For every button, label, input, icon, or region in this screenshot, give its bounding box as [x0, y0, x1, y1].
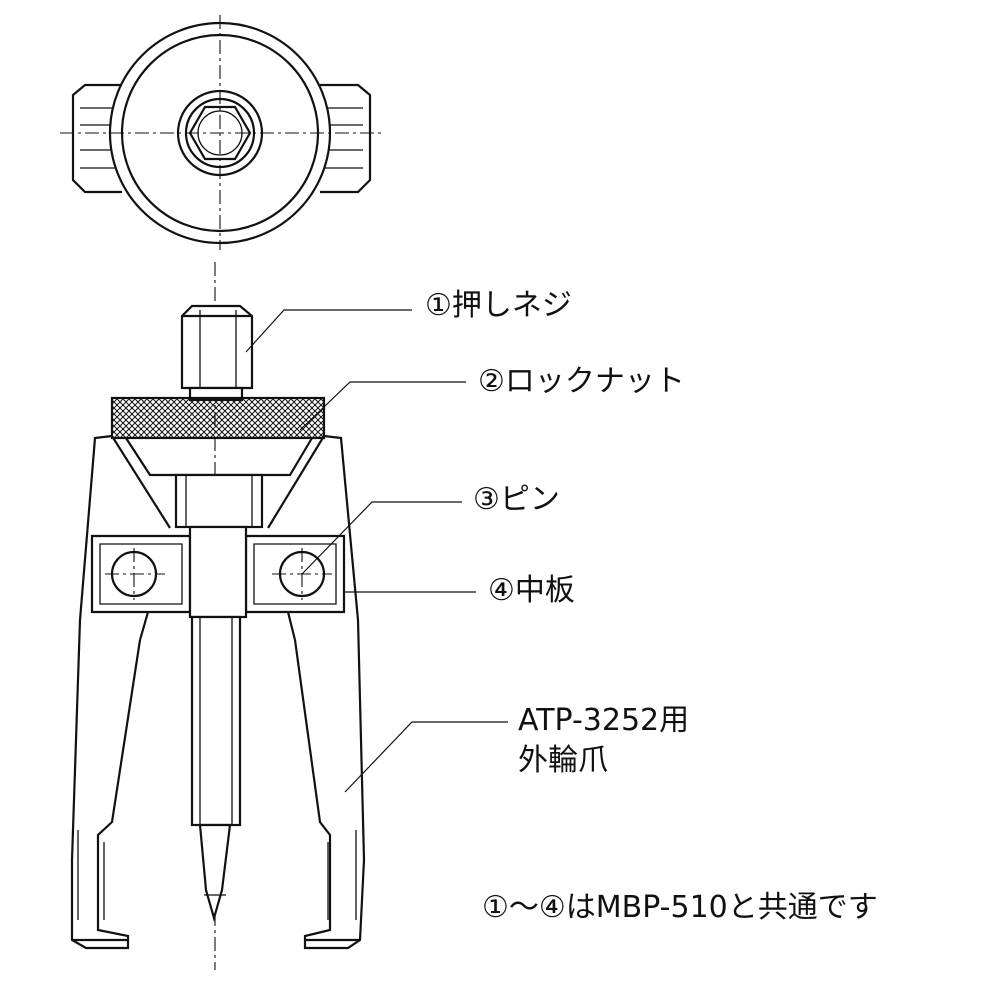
common-parts-note: ①〜④はMBP-510と共通です — [482, 890, 878, 925]
label-pin: ③ピン — [473, 482, 560, 517]
push-screw — [180, 304, 254, 402]
label-middle-plate: ④中板 — [488, 573, 575, 608]
screw-shaft — [190, 615, 242, 923]
label-lock-nut: ②ロックナット — [478, 364, 685, 399]
middle-plate — [90, 525, 346, 619]
top-view — [60, 15, 385, 250]
label-push-screw: ①押しネジ — [425, 288, 572, 323]
label-jaw-model: ATP-3252用 — [518, 703, 690, 738]
leader-jaw — [344, 721, 508, 793]
lock-nut — [110, 396, 326, 440]
label-jaw-name: 外輪爪 — [518, 743, 608, 778]
leader-lock-nut — [299, 381, 466, 431]
leader-push-screw — [245, 309, 412, 353]
leader-pin — [301, 501, 462, 575]
leader-lines — [245, 309, 508, 793]
puller-body — [70, 434, 366, 950]
jaw-hooks — [72, 830, 360, 942]
front-view — [70, 262, 366, 970]
